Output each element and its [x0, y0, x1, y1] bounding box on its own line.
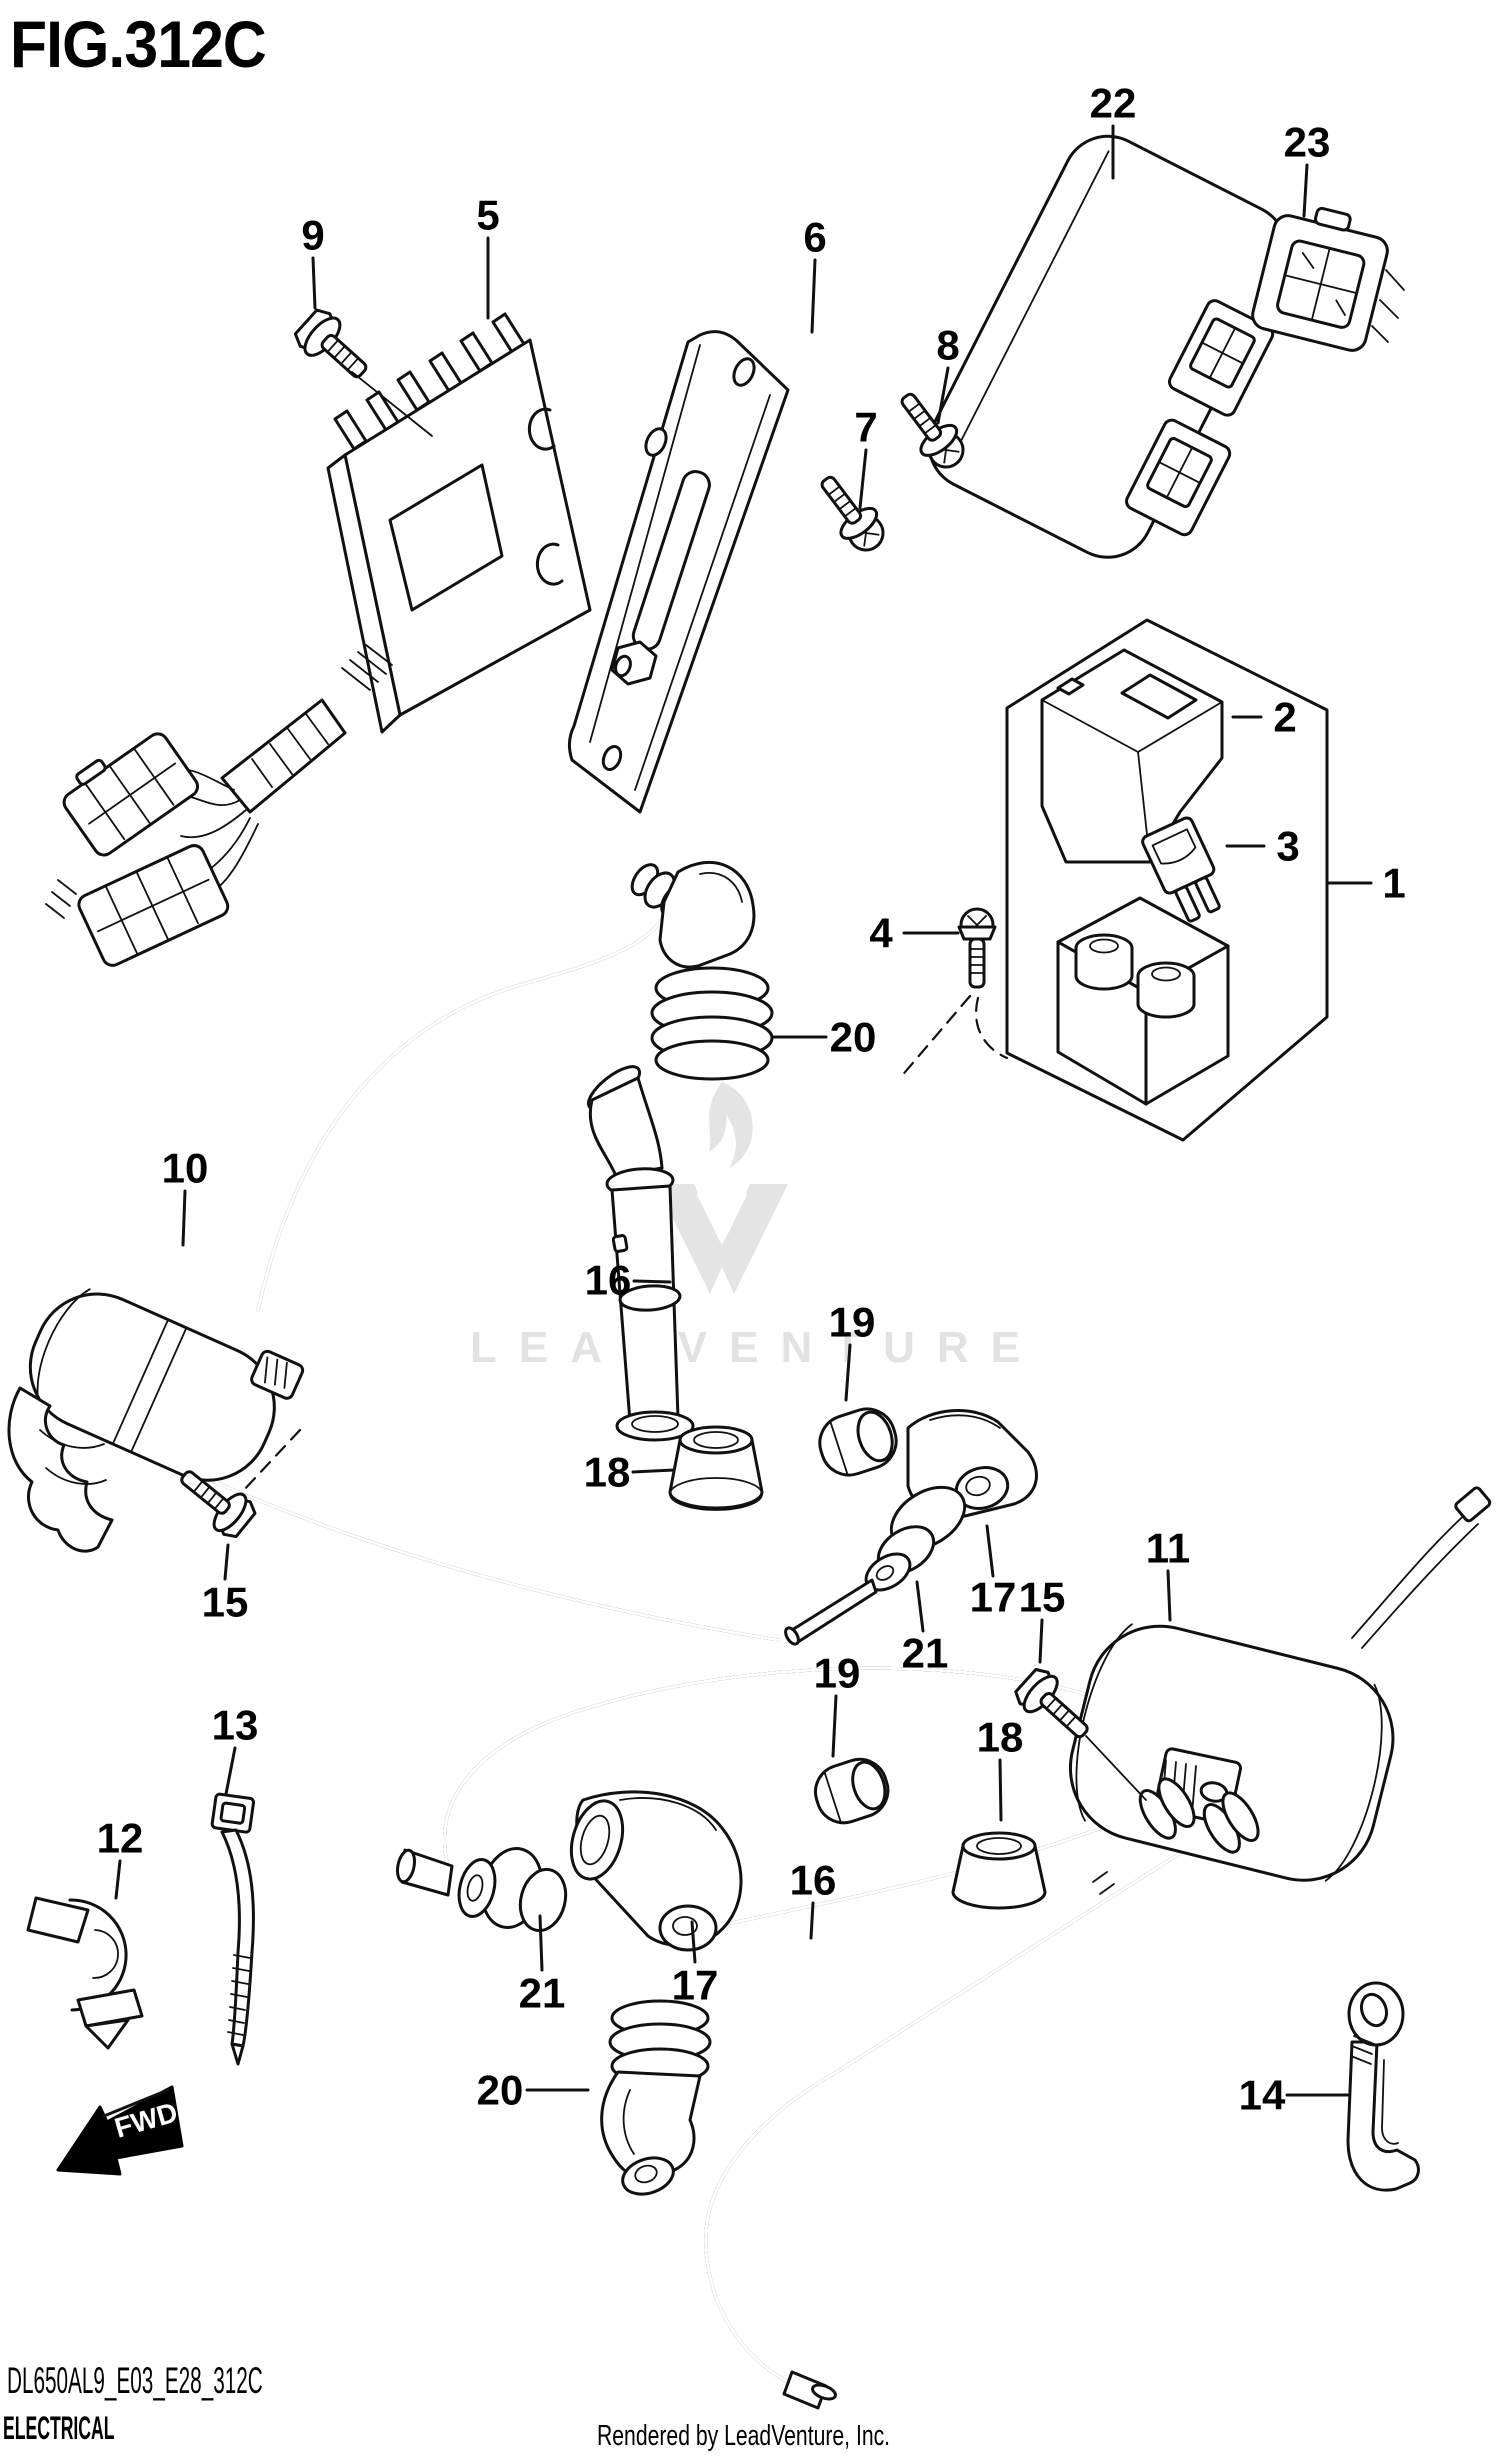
- callout-19-14: 19: [829, 1299, 876, 1346]
- callout-15-22: 15: [202, 1579, 249, 1626]
- callout-23-6: 23: [1284, 119, 1331, 166]
- bolt-15-right: [1014, 1667, 1089, 1739]
- leadventure-v-icon: [656, 1184, 788, 1294]
- callout-22-5: 22: [1090, 80, 1137, 127]
- callout-8-4: 8: [936, 322, 959, 369]
- callout-18-15: 18: [584, 1449, 631, 1496]
- callout-leader-11-19: [1166, 1569, 1172, 1622]
- regulator-rectifier-illustration: [45, 312, 592, 967]
- callout-17-26: 17: [672, 1962, 719, 2009]
- callout-20-28: 20: [477, 2067, 524, 2114]
- leadventure-watermark: LEADVENTURE: [470, 1082, 1042, 1372]
- mounting-bracket-illustration: [567, 330, 790, 814]
- callout-leader-16-27: [809, 1901, 815, 1940]
- callout-10-12: 10: [162, 1145, 209, 1192]
- callout-leader-23-6: [1302, 163, 1309, 218]
- connector-illustration: [1251, 206, 1405, 352]
- ignition-coil-right-illustration: [1068, 1486, 1492, 1882]
- callout-9-0: 9: [301, 212, 324, 259]
- callout-1-9: 1: [1382, 860, 1405, 907]
- callout-leader-6-2: [810, 258, 817, 334]
- screw-4: [957, 907, 997, 989]
- callout-leader-18-21: [998, 1758, 1003, 1822]
- screw-8: [900, 392, 965, 469]
- spark-plug-parts-upper: [586, 861, 1038, 1646]
- callout-5-1: 5: [476, 192, 499, 239]
- rendered-by-credit: Rendered by LeadVenture, Inc.: [597, 2420, 891, 2452]
- callout-20-11: 20: [830, 1014, 877, 1061]
- callout-16-27: 16: [790, 1857, 837, 1904]
- callout-leader-21-25: [538, 1914, 544, 1972]
- cable-tie-illustration: [210, 1792, 256, 2066]
- diagram-code: DL650AL9_E03_E28_312C: [7, 2360, 263, 2401]
- callout-leader-13-23: [224, 1746, 237, 1796]
- fwd-arrow: FWD: [56, 2085, 184, 2176]
- callout-18-21: 18: [977, 1714, 1024, 1761]
- callout-leader-12-24: [114, 1859, 122, 1900]
- callout-leader-10-12: [181, 1189, 187, 1247]
- callout-leader-9-0: [311, 256, 317, 310]
- callout-leader-19-14: [844, 1343, 852, 1402]
- ecu-unit-illustration: [927, 134, 1289, 559]
- callout-4-10: 4: [869, 910, 893, 957]
- callout-leader-17-26: [690, 1920, 697, 1964]
- callout-14-29: 14: [1239, 2072, 1286, 2119]
- callout-leader-19-20: [831, 1694, 838, 1758]
- callout-13-23: 13: [212, 1702, 259, 1749]
- callout-15-17: 15: [1019, 1574, 1066, 1621]
- callout-2-7: 2: [1273, 694, 1296, 741]
- callout-11-19: 11: [1146, 1525, 1190, 1572]
- fasteners: [180, 308, 1089, 1739]
- callout-leader-21-18: [915, 1580, 925, 1633]
- callout-leader-17-16: [985, 1524, 995, 1578]
- callout-7-3: 7: [854, 404, 877, 451]
- screw-7: [820, 475, 885, 552]
- callout-16-13: 16: [585, 1257, 632, 1304]
- callout-leader-15-17: [1038, 1618, 1044, 1664]
- hook-bracket-illustration: [1346, 1981, 1420, 2192]
- callout-6-2: 6: [803, 214, 826, 261]
- figure-title: FIG.312C: [10, 7, 267, 81]
- watermark-text: LEADVENTURE: [470, 1323, 1042, 1372]
- bolt-15-left: [180, 1470, 257, 1539]
- wire-clamp-illustration: [26, 1896, 144, 2050]
- bolt-9: [293, 308, 368, 379]
- section-title: ELECTRICAL: [3, 2410, 115, 2446]
- callout-leader-16-13: [632, 1279, 672, 1284]
- leadventure-flame-icon: [709, 1082, 753, 1168]
- callout-17-16: 17: [970, 1574, 1017, 1621]
- fuse-box-assembly-illustration: [975, 618, 1329, 1142]
- callout-leader-15-22: [223, 1543, 230, 1581]
- callout-3-8: 3: [1276, 823, 1299, 870]
- callout-12-24: 12: [97, 1815, 144, 1862]
- callout-leader-8-4: [936, 366, 950, 425]
- callout-21-18: 21: [902, 1630, 949, 1677]
- callout-21-25: 21: [519, 1970, 566, 2017]
- ignition-coil-left-illustration: [7, 1288, 305, 1553]
- callout-leader-18-15: [631, 1468, 676, 1474]
- spark-plug-parts-lower: [395, 1757, 1047, 2196]
- callout-19-20: 19: [814, 1650, 861, 1697]
- callout-leader-7-3: [858, 448, 868, 510]
